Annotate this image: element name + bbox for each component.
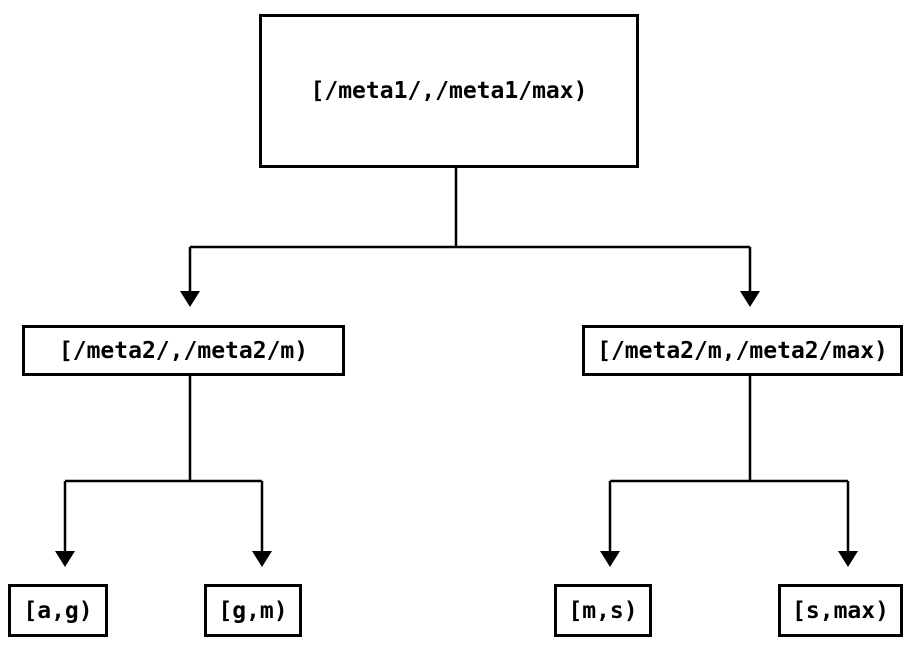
node-leaf-s-max: [s,max)	[778, 584, 903, 637]
arrowhead-meta2-left	[180, 291, 200, 307]
edge-root-to-level2	[180, 168, 760, 307]
arrowhead-leaf-s-max	[838, 551, 858, 567]
node-leaf-a-g: [a,g)	[8, 584, 108, 637]
arrowhead-meta2-right	[740, 291, 760, 307]
node-label: [/meta2/,/meta2/m)	[58, 337, 309, 364]
node-leaf-m-s: [m,s)	[554, 584, 652, 637]
arrowhead-leaf-a-g	[55, 551, 75, 567]
node-leaf-g-m: [g,m)	[204, 584, 302, 637]
node-meta2-right: [/meta2/m,/meta2/max)	[582, 325, 903, 376]
arrowhead-leaf-g-m	[252, 551, 272, 567]
node-label: [a,g)	[23, 597, 93, 624]
arrowhead-leaf-m-s	[600, 551, 620, 567]
node-label: [g,m)	[218, 597, 288, 624]
edge-meta2-left-to-leaves	[55, 376, 272, 567]
node-root-meta1: [/meta1/,/meta1/max)	[259, 14, 639, 168]
node-label: [/meta1/,/meta1/max)	[310, 78, 588, 104]
node-label: [/meta2/m,/meta2/max)	[597, 337, 888, 364]
node-meta2-left: [/meta2/,/meta2/m)	[22, 325, 345, 376]
node-label: [s,max)	[792, 597, 889, 624]
edge-meta2-right-to-leaves	[600, 376, 858, 567]
node-label: [m,s)	[568, 597, 638, 624]
